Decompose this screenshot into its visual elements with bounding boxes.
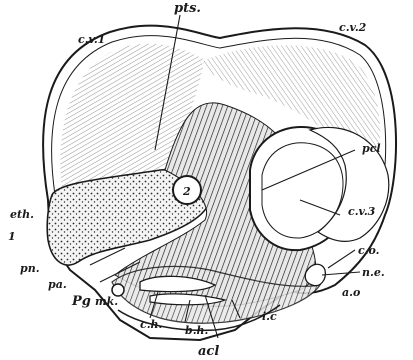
label-ch: c.h. <box>140 318 163 331</box>
label-cv3: c.v.3 <box>348 205 376 218</box>
label-cv1: c.v.1 <box>78 33 105 46</box>
label-ne: n.e. <box>362 266 385 279</box>
label-bh: b.h. <box>185 324 209 337</box>
label-ao: a.o <box>342 286 360 299</box>
label-pts: pts. <box>174 1 201 16</box>
label-pa: pa. <box>48 278 67 291</box>
label-2: 2 <box>182 185 191 198</box>
label-mk: mk. <box>95 295 118 308</box>
label-ic: i.c <box>262 310 277 323</box>
label-co: c.o. <box>358 244 380 257</box>
label-1: 1 <box>8 230 16 243</box>
label-cv2: c.v.2 <box>339 21 367 34</box>
label-eth: eth. <box>10 208 34 221</box>
label-acl: acl <box>198 344 219 359</box>
label-pcl: pcl <box>362 142 381 155</box>
label-pg: Pg <box>71 294 91 309</box>
label-pn: pn. <box>20 262 40 275</box>
